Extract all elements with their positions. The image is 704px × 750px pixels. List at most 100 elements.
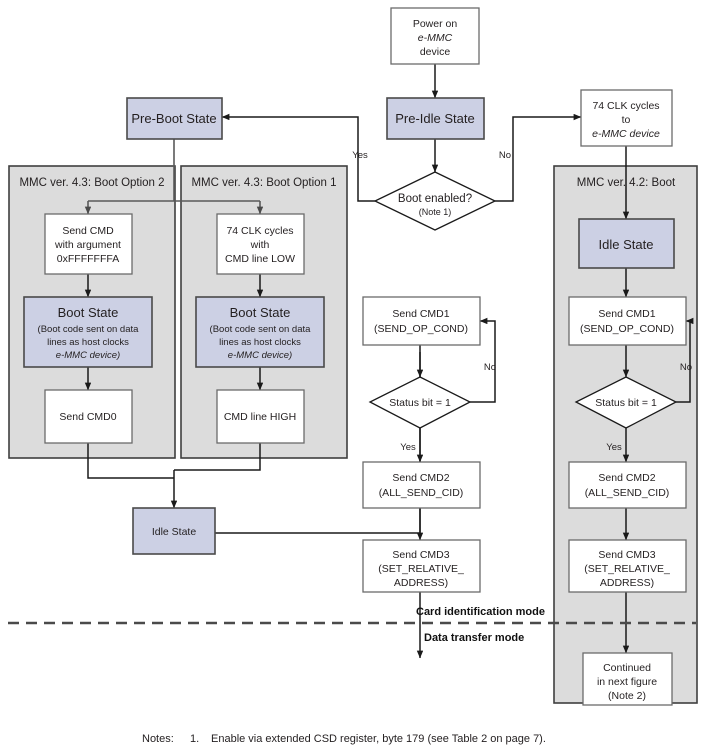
node-boot-enabled-line2: (Note 1) (419, 207, 452, 217)
node-mid-send-cmd3: Send CMD3 (SET_RELATIVE_ ADDRESS) (362, 539, 481, 593)
node-opt1-clk74-line1: 74 CLK cycles (226, 225, 293, 237)
node-mid-status-bit: Status bit = 1 (368, 376, 472, 429)
node-mid-send-cmd3-rect (362, 539, 481, 593)
node-mid-status-bit-label: Status bit = 1 (389, 397, 451, 409)
node-opt1-boot-state-line3: e-MMC device) (228, 350, 292, 361)
node-right-continued-line2: in next figure (597, 676, 657, 688)
node-mid-send-cmd2-line2: (ALL_SEND_CID) (379, 487, 464, 499)
node-mid-status-bit-shape (368, 376, 472, 429)
connector-boot-enabled-yes (221, 113, 375, 202)
node-opt2-send-cmd-rect (44, 213, 133, 275)
node-idle-state-right-rect (578, 218, 675, 269)
node-clk74-line1: 74 CLK cycles (592, 100, 659, 112)
node-right-status-bit: Status bit = 1 (574, 376, 678, 429)
node-boot-enabled-shape (373, 171, 497, 231)
node-right-send-cmd3-line3: ADDRESS) (600, 577, 654, 589)
node-clk74-line3: e-MMC device (592, 128, 660, 140)
node-opt2-send-cmd0-label: Send CMD0 (59, 411, 116, 423)
node-idle-state-right: Idle State (578, 218, 675, 269)
node-power-on-rect (390, 7, 480, 65)
node-power-on-line1: Power on (413, 18, 458, 30)
label-card-identification-mode: Card identification mode (416, 606, 545, 618)
node-power-on-line2: e-MMC (418, 32, 453, 44)
notes-heading: Notes: (142, 733, 174, 745)
connector-opt1-exit (174, 443, 261, 471)
node-mid-send-cmd3-line2: (SET_RELATIVE_ (378, 563, 464, 575)
node-opt2-send-cmd-line1: Send CMD (62, 225, 114, 237)
node-right-send-cmd1-line1: Send CMD1 (598, 308, 655, 320)
node-opt1-boot-state-line1: (Boot code sent on data (210, 324, 312, 335)
node-right-send-cmd2-rect (568, 461, 687, 509)
node-idle-state-left: Idle State (132, 507, 216, 555)
node-opt2-send-cmd0: Send CMD0 (44, 389, 133, 444)
node-power-on-line3: device (420, 46, 451, 58)
group-boot-option-1-label: MMC ver. 4.3: Boot Option 1 (191, 177, 336, 189)
node-power-on: Power on e-MMC device (390, 7, 480, 65)
node-mid-send-cmd2-line1: Send CMD2 (392, 472, 449, 484)
node-mid-send-cmd1-rect (362, 296, 481, 346)
node-right-send-cmd2: Send CMD2 (ALL_SEND_CID) (568, 461, 687, 509)
node-right-send-cmd3-rect (568, 539, 687, 593)
edge-label-right-status-yes: Yes (606, 442, 622, 453)
node-opt2-boot-state-line3: e-MMC device) (56, 350, 120, 361)
notes-item-text: Enable via extended CSD register, byte 1… (211, 733, 546, 745)
node-opt1-boot-state-rect (195, 296, 325, 368)
edge-label-boot-no: No (499, 150, 511, 161)
edge-label-mid-status-no: No (484, 362, 496, 373)
node-mid-send-cmd3-line3: ADDRESS) (394, 577, 448, 589)
node-opt1-boot-state-line2: lines as host clocks (219, 337, 301, 348)
connector-right-status-no-loop (676, 317, 694, 403)
node-idle-state-left-label: Idle State (152, 526, 197, 538)
node-right-send-cmd3-line2: (SET_RELATIVE_ (584, 563, 670, 575)
node-right-send-cmd2-line2: (ALL_SEND_CID) (585, 487, 670, 499)
node-mid-send-cmd1: Send CMD1 (SEND_OP_COND) (362, 296, 481, 346)
node-right-status-bit-label: Status bit = 1 (595, 397, 657, 409)
node-opt2-boot-state-line1: (Boot code sent on data (38, 324, 140, 335)
node-right-send-cmd1-rect (568, 296, 687, 346)
node-opt2-send-cmd-line3: 0xFFFFFFFA (57, 253, 119, 265)
node-pre-idle-state: Pre-Idle State (386, 97, 485, 140)
node-opt2-send-cmd-line2: with argument (54, 239, 121, 251)
node-boot-enabled: Boot enabled? (Note 1) (373, 171, 497, 231)
node-idle-state-right-label: Idle State (599, 237, 654, 252)
node-right-send-cmd3-line1: Send CMD3 (598, 549, 655, 561)
edge-label-mid-status-yes: Yes (400, 442, 416, 453)
node-opt2-boot-state-line2: lines as host clocks (47, 337, 129, 348)
node-idle-state-left-rect (132, 507, 216, 555)
node-right-continued-line1: Continued (603, 662, 651, 674)
label-data-transfer-mode: Data transfer mode (424, 632, 524, 644)
connector-mid-status-no-loop (470, 317, 496, 403)
node-opt2-boot-state: Boot State (Boot code sent on data lines… (23, 296, 153, 368)
node-clk74-to-device: 74 CLK cycles to e-MMC device (580, 89, 673, 147)
node-opt1-boot-state: Boot State (Boot code sent on data lines… (195, 296, 325, 368)
node-right-send-cmd1-line2: (SEND_OP_COND) (580, 323, 674, 335)
node-boot-enabled-line1: Boot enabled? (398, 193, 472, 205)
node-opt1-cmd-high: CMD line HIGH (216, 389, 305, 444)
node-mid-send-cmd3-line1: Send CMD3 (392, 549, 449, 561)
node-right-send-cmd3: Send CMD3 (SET_RELATIVE_ ADDRESS) (568, 539, 687, 593)
node-opt1-clk74-line3: CMD line LOW (225, 253, 295, 265)
node-right-continued-rect (582, 652, 673, 706)
edge-label-right-status-no: No (680, 362, 692, 373)
node-mid-send-cmd2: Send CMD2 (ALL_SEND_CID) (362, 461, 481, 509)
node-opt1-cmd-high-label: CMD line HIGH (224, 411, 296, 423)
node-opt1-cmd-high-rect (216, 389, 305, 444)
node-opt1-clk74-line2: with (250, 239, 270, 251)
node-right-send-cmd1: Send CMD1 (SEND_OP_COND) (568, 296, 687, 346)
node-clk74-line2: to (622, 114, 631, 126)
node-clk74-to-device-rect (580, 89, 673, 147)
edge-label-boot-yes: Yes (352, 150, 368, 161)
node-opt2-send-cmd0-rect (44, 389, 133, 444)
node-right-send-cmd2-line1: Send CMD2 (598, 472, 655, 484)
node-opt2-send-cmd: Send CMD with argument 0xFFFFFFFA (44, 213, 133, 275)
node-right-status-bit-shape (574, 376, 678, 429)
connector-opt2-exit (87, 443, 174, 479)
node-pre-boot-state: Pre-Boot State (126, 97, 223, 140)
node-opt1-clk74: 74 CLK cycles with CMD line LOW (216, 213, 305, 275)
notes-item-number: 1. (190, 733, 199, 745)
node-opt1-boot-state-title: Boot State (230, 305, 291, 320)
node-pre-boot-state-label: Pre-Boot State (131, 111, 216, 126)
node-pre-idle-state-label: Pre-Idle State (395, 111, 475, 126)
node-opt2-boot-state-rect (23, 296, 153, 368)
node-right-continued-line3: (Note 2) (608, 690, 646, 702)
